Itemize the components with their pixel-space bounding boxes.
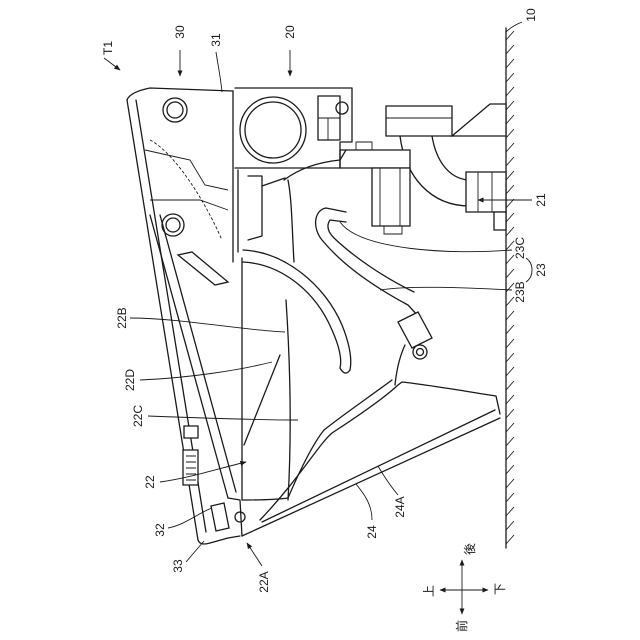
- trap-connector: [340, 142, 410, 234]
- label-10: 10: [524, 8, 538, 22]
- nozzle: [211, 503, 229, 531]
- label-22c: 22C: [131, 405, 145, 427]
- connector-flange: [340, 150, 410, 168]
- leader-23b: [380, 287, 512, 290]
- leader-22d: [140, 362, 272, 380]
- label-23c: 23C: [513, 237, 527, 259]
- label-22: 22: [143, 475, 157, 489]
- label-22b: 22B: [115, 307, 129, 328]
- label-23b: 23B: [513, 281, 527, 302]
- trapway: [316, 208, 432, 385]
- rear-pocket-top: [262, 178, 285, 186]
- leader-24a: [378, 466, 398, 495]
- label-31: 31: [209, 33, 223, 47]
- front-skirt: [242, 410, 500, 536]
- label-22a: 22A: [257, 571, 271, 592]
- trap-fitting: [398, 312, 432, 348]
- label-24a: 24A: [393, 496, 407, 517]
- hinge-circle-inner: [167, 102, 183, 118]
- label-30: 30: [173, 25, 187, 39]
- drain-floor-flange: [466, 172, 506, 212]
- bowl-sump-inner: [288, 380, 392, 498]
- label-22d: 22D: [123, 369, 137, 391]
- leader-23c: [340, 222, 512, 252]
- label-24: 24: [365, 525, 379, 539]
- label-33: 33: [171, 559, 185, 573]
- trap-sensor-outer: [413, 345, 427, 359]
- leader-t1: [104, 58, 120, 70]
- leader-24: [356, 484, 372, 520]
- pivot-circle-outer: [162, 214, 184, 236]
- pivot-circle-inner: [166, 218, 180, 232]
- connector-body: [372, 168, 410, 226]
- bowl-22d-line: [244, 355, 280, 445]
- leader-22c: [148, 416, 298, 420]
- label-t1: T1: [101, 41, 115, 55]
- direction-up: 上: [422, 585, 436, 597]
- rim-front-hole: [235, 512, 245, 522]
- skirt-outer: [242, 418, 500, 536]
- bowl-rear-wall-inner: [243, 262, 341, 368]
- lid-inner-contour: [150, 140, 222, 240]
- trap-lower-line: [395, 345, 405, 385]
- bowl-sump-outer: [260, 382, 500, 520]
- body-rear-wall: [288, 180, 294, 262]
- direction-down: 下: [493, 583, 507, 595]
- bowl: [242, 250, 500, 520]
- tank-valve: [336, 102, 348, 114]
- body-rear-curve: [284, 160, 340, 180]
- leader-33: [186, 541, 204, 562]
- direction-front: 前: [454, 620, 469, 632]
- direction-indicator: 後 下 上 前: [422, 543, 507, 632]
- lid-bottom-end: [198, 536, 240, 544]
- tank-circle-outer: [240, 97, 306, 163]
- drain-flange-lip: [494, 212, 506, 230]
- bowl-rear-wall-outer: [243, 250, 351, 370]
- connector-clip-b: [384, 226, 402, 234]
- direction-back: 後: [463, 543, 477, 555]
- bowl-front: [242, 498, 288, 500]
- leader-22b: [130, 318, 285, 332]
- label-21: 21: [534, 193, 548, 207]
- trap-tube-inner: [328, 220, 414, 292]
- rear-pocket: [248, 176, 262, 240]
- leader-22a: [247, 543, 262, 566]
- drain-upper-pipe: [386, 106, 452, 136]
- lid-inner-detail-b: [150, 200, 228, 210]
- toilet-body-rear: [238, 160, 340, 262]
- label-20: 20: [283, 25, 297, 39]
- leader-10: [506, 22, 522, 32]
- bracket-23: [526, 258, 532, 282]
- drain-floor-fitting: [452, 104, 506, 136]
- connector-clip: [356, 142, 372, 150]
- bowl-inner-surface: [286, 300, 290, 500]
- leader-31: [216, 52, 222, 92]
- control-panel: [184, 426, 198, 438]
- label-23: 23: [534, 263, 548, 277]
- drain-elbow-inner: [432, 136, 468, 180]
- lid-handle: [178, 252, 228, 285]
- lid-inner-detail: [145, 150, 228, 190]
- tank-circle-inner: [245, 102, 301, 158]
- tank: [235, 88, 352, 168]
- lid-top: [127, 88, 233, 100]
- label-32: 32: [153, 523, 167, 537]
- bowl-rear-wall-end: [340, 368, 350, 373]
